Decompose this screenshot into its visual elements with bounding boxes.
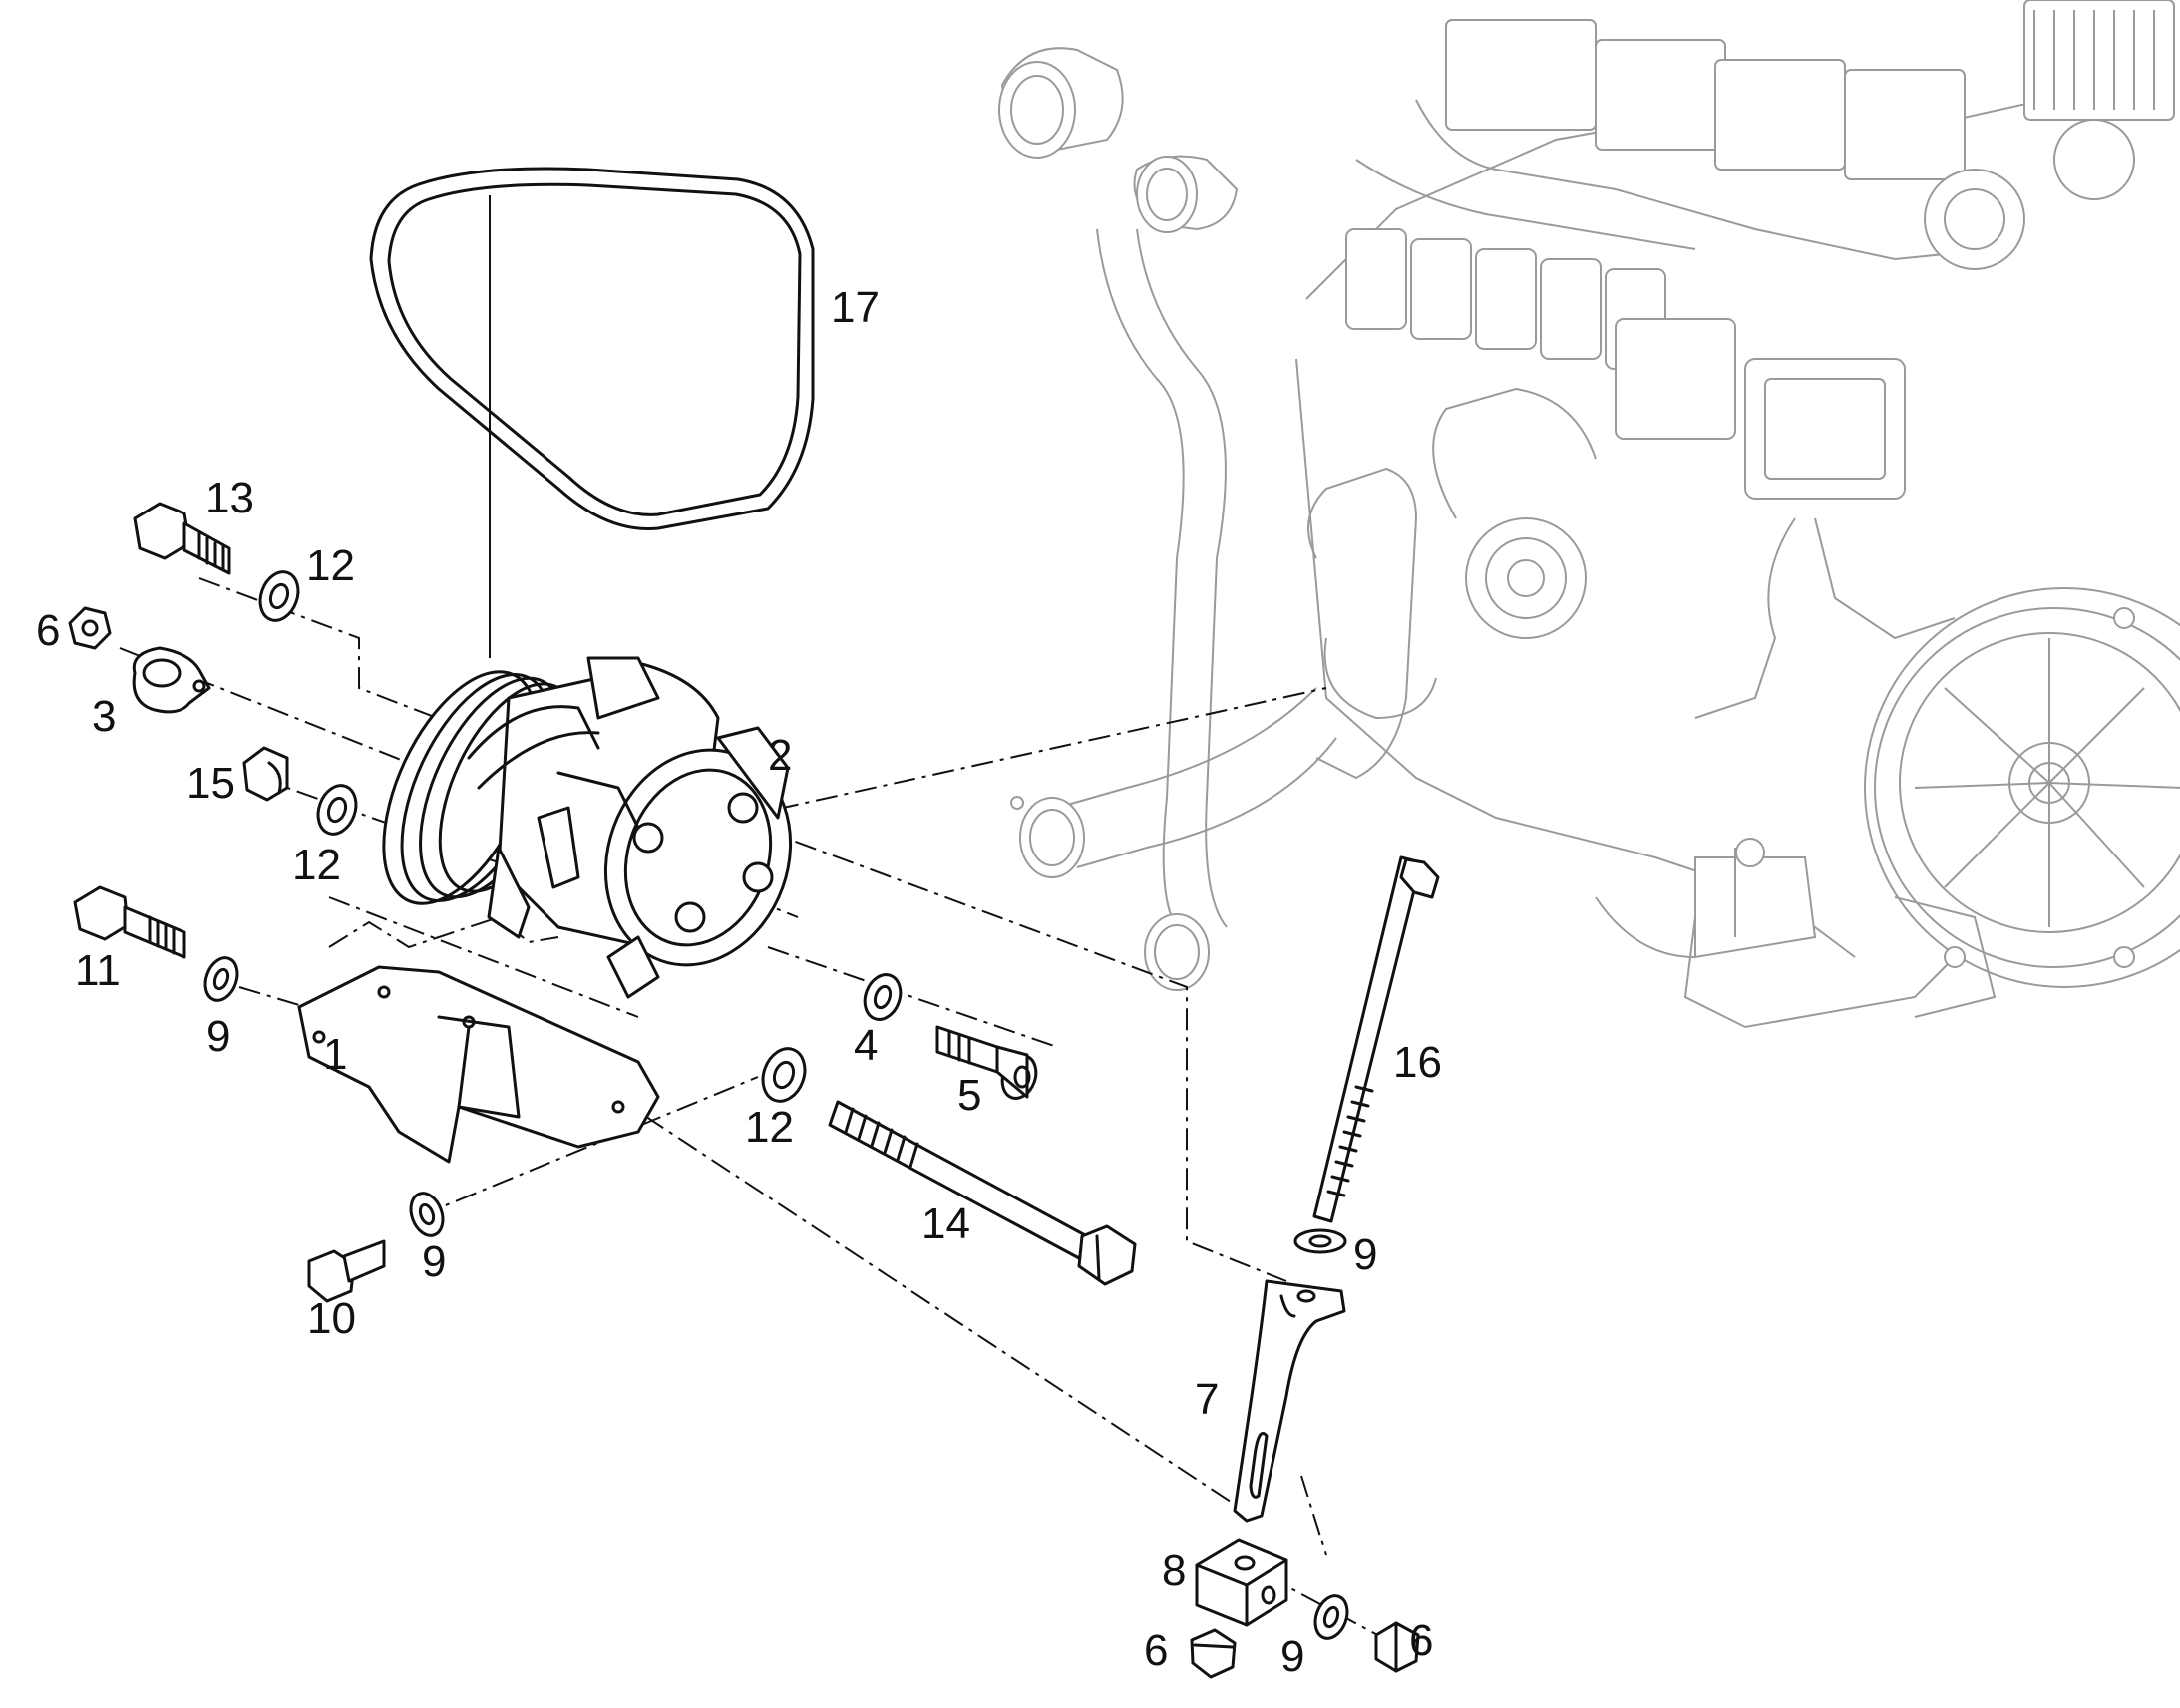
label-4: 4 [854,1021,878,1070]
ac-compressor [382,656,793,999]
drive-belt [369,167,815,658]
bolt-5 [935,1025,1038,1100]
label-15: 15 [186,759,235,808]
spacer-block-8 [1195,1538,1288,1627]
label-11: 11 [75,946,121,995]
bolt-11 [73,885,186,959]
washer-12-top [258,570,300,622]
washer-12-bottom [761,1047,807,1103]
label-10: 10 [307,1294,356,1343]
label-12-mid: 12 [292,841,341,889]
callout-labels: 17 13 12 6 3 2 15 12 11 9 1 4 5 12 14 10… [36,283,1442,1681]
washer-9-left [203,956,239,1002]
label-2: 2 [768,731,792,780]
label-5: 5 [957,1071,981,1120]
label-16: 16 [1393,1038,1442,1087]
label-12-top: 12 [306,541,355,590]
label-7: 7 [1195,1375,1219,1424]
label-8: 8 [1162,1546,1186,1595]
label-9-left: 9 [206,1012,230,1061]
label-13: 13 [205,474,254,522]
compressor-bracket [297,965,660,1164]
label-6-right: 6 [1409,1616,1433,1665]
bolt-14 [828,1100,1137,1286]
label-9-right-top: 9 [1353,1230,1377,1279]
washer-4 [863,973,903,1021]
clamp-3 [132,646,211,714]
washer-12-mid [316,784,358,836]
label-14: 14 [921,1199,970,1248]
nut-15 [242,746,289,802]
bolt-10 [307,1239,386,1303]
engine-illustration [998,0,2180,1029]
nut-6-left [68,606,112,650]
label-6-bottom: 6 [1144,1626,1168,1675]
washer-9-right-bottom [1313,1594,1349,1640]
washer-9-bottom [409,1192,445,1237]
label-17: 17 [831,283,880,332]
nut-6-bottom [1190,1628,1237,1679]
label-9-right-bottom: 9 [1280,1632,1304,1681]
bolt-13 [133,502,231,575]
washer-9-right-top [1293,1228,1347,1254]
support-bracket-7 [1233,1279,1346,1523]
stud-16 [1312,855,1440,1223]
label-9-bottom: 9 [422,1237,446,1286]
label-1: 1 [323,1030,347,1079]
label-6-left: 6 [36,606,60,655]
nut-6-right [1374,1621,1420,1673]
label-12-bottom: 12 [745,1103,794,1152]
label-3: 3 [92,692,116,741]
